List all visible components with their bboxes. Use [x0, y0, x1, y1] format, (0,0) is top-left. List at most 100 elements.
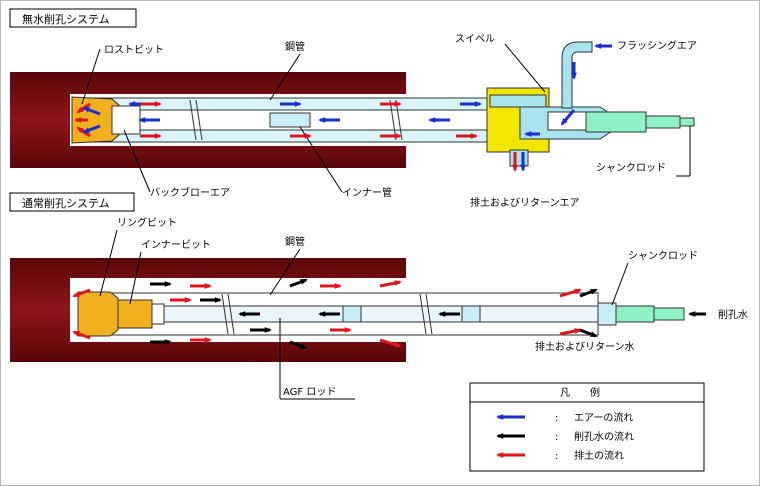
legend-label-2: 削孔水の流れ	[574, 430, 634, 443]
legend: 凡 例 :エアーの流れ:削孔水の流れ:排土の流れ	[469, 382, 705, 472]
label-steel-pipe-2: 鋼管	[285, 235, 305, 248]
pipe-break-mark	[195, 99, 203, 141]
legend-arrow-3	[496, 452, 525, 458]
air-flow-arrow	[520, 152, 526, 172]
leader-steel-pipe-2	[269, 248, 301, 296]
cuttings-flow-arrow	[456, 133, 478, 139]
agf-rod	[139, 305, 611, 323]
legend-arrow-1	[496, 414, 525, 420]
shank-rod-1-end	[679, 117, 695, 127]
legend-items: :エアーの流れ:削孔水の流れ:排土の流れ	[496, 411, 634, 462]
label-inner-pipe: インナー管	[342, 186, 392, 199]
pipe-break-mark	[395, 99, 403, 141]
shank-rod-1	[585, 111, 647, 133]
label-shank-rod-1: シャンクロッド	[596, 162, 666, 174]
water-flow-arrow	[150, 281, 172, 287]
water-flow-arrow	[579, 328, 598, 338]
legend-label-3: 排土の流れ	[574, 449, 624, 462]
pipe-break-mark	[221, 293, 229, 335]
swivel-inner	[489, 94, 547, 108]
water-flow-arrow	[200, 297, 222, 303]
cuttings-flow-arrow	[140, 133, 162, 139]
label-lost-bit: ロストビット	[104, 44, 164, 56]
leader-back-blow-air	[123, 129, 151, 193]
inner-bit-shank	[151, 303, 165, 325]
air-flow-arrow	[428, 117, 450, 123]
leader-lost-bit	[81, 48, 101, 105]
water-flow-arrow	[289, 278, 308, 288]
water-flow-arrow	[250, 327, 272, 333]
pipe-break-mark	[189, 99, 197, 141]
cuttings-flow-arrow	[74, 117, 88, 123]
cuttings-flow-arrow	[559, 328, 582, 336]
water-flow-arrow	[238, 311, 260, 317]
air-flow-arrow	[318, 117, 340, 123]
air-flow-arrow	[571, 62, 577, 80]
label-drilling-water: 削孔水	[718, 308, 748, 321]
leader-swivel	[504, 43, 546, 93]
air-flow-arrow	[560, 109, 576, 126]
cuttings-flow-arrow	[190, 283, 212, 289]
legend-colon: :	[555, 451, 558, 462]
cuttings-flow-arrow	[320, 283, 342, 289]
label-ring-bit: リングビット	[117, 216, 177, 229]
leader-ring-bit	[99, 229, 118, 297]
cuttings-flow-arrow	[380, 133, 402, 139]
diagram-2-title-box	[9, 192, 135, 212]
diagram-1-waterless-drilling: 無水削孔システム ロストビット 鋼管 スイベル	[9, 8, 697, 209]
cuttings-flow-arrow	[379, 280, 402, 288]
legend-arrow-2	[496, 433, 525, 439]
legend-label-1: エアーの流れ	[574, 411, 633, 424]
cuttings-flow-arrow	[140, 101, 162, 107]
cuttings-flow-arrow	[290, 133, 312, 139]
water-flow-arrow	[150, 339, 172, 345]
cuttings-flow-arrow	[379, 338, 402, 348]
ring-bit	[77, 291, 119, 337]
shank-rod-1-tail	[645, 115, 681, 129]
water-flow-arrow	[688, 311, 706, 317]
air-flow-arrow	[524, 131, 540, 137]
inner-pipe-1	[99, 109, 531, 131]
rod-coupling	[342, 305, 362, 323]
legend-title: 凡 例	[560, 386, 600, 399]
diagram-2-normal-drilling: 通常削孔システム リングビット インナービット 鋼管 シャンクロッド 削孔水 排…	[9, 192, 748, 400]
label-exhaust-return-water: 排土およびリターン水	[535, 340, 635, 353]
shank-rod-2	[615, 305, 655, 323]
cuttings-flow-arrow	[170, 297, 192, 303]
flushing-air-elbow	[561, 41, 593, 109]
legend-colon: :	[555, 413, 558, 424]
label-exhaust-return-air: 排土およびリターンエア	[470, 196, 580, 209]
shank-adapter-2	[597, 302, 617, 326]
label-agf-rod: AGF ロッド	[283, 387, 336, 398]
air-flow-arrow	[82, 124, 101, 134]
inner-bit	[117, 299, 153, 329]
exhaust-port	[509, 149, 529, 167]
inner-pipe-coupling-1	[269, 112, 311, 128]
label-swivel: スイベル	[455, 33, 495, 45]
pipe-break-mark	[425, 293, 433, 335]
water-flow-arrow	[579, 288, 598, 298]
leader-inner-bit	[129, 251, 142, 305]
cuttings-flow-arrow	[330, 327, 352, 333]
diagram-2-title: 通常削孔システム	[22, 196, 110, 210]
label-back-blow-air: バックブローエア	[150, 186, 230, 199]
cuttings-flow-arrow	[72, 330, 91, 340]
diagram-1-title-box	[9, 8, 137, 28]
air-flow-arrow	[460, 101, 482, 107]
pipe-break-mark	[227, 293, 235, 335]
cuttings-flow-arrow	[190, 337, 212, 343]
leader-shank-rod-2	[611, 262, 629, 306]
air-flow-arrow	[138, 117, 160, 123]
cuttings-flow-arrow	[512, 152, 518, 172]
label-flushing-air: フラッシングエア	[617, 39, 697, 52]
water-flow-arrow	[318, 311, 340, 317]
label-shank-rod-2: シャンクロッド	[628, 250, 698, 262]
air-flow-arrow	[82, 106, 101, 116]
pipe-break-mark	[419, 293, 427, 335]
label-steel-pipe-1: 鋼管	[285, 40, 305, 53]
shank-rod-2-tail	[653, 307, 685, 321]
diagram-1-title: 無水削孔システム	[22, 12, 110, 26]
lost-bit-shank	[111, 105, 141, 135]
